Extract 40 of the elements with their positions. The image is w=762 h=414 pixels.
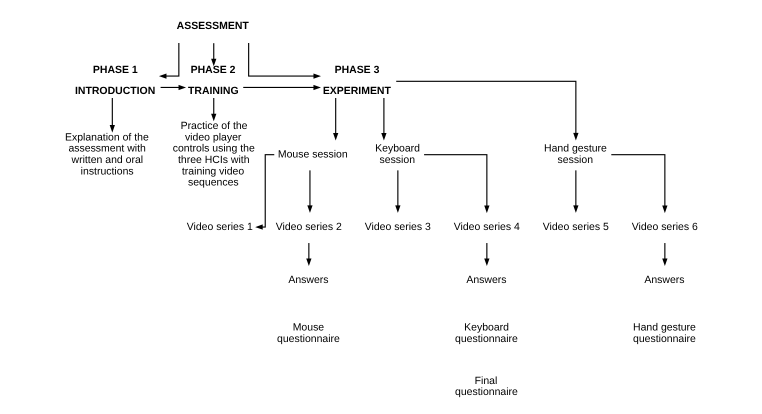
arrow xyxy=(306,243,311,266)
node-text: Practice of the video player controls using the three HCIs with training video sequences xyxy=(172,120,254,189)
node-text: Answers xyxy=(644,275,684,286)
arrow xyxy=(380,98,386,141)
node-text: Video series 1 xyxy=(186,222,252,233)
arrow xyxy=(332,98,338,141)
arrow xyxy=(396,80,578,140)
node-text: Keyboard questionnaire xyxy=(454,322,518,345)
node-text: Explanation of the assessment with written and oral instructions xyxy=(64,132,148,178)
arrow xyxy=(248,42,320,79)
node-text: Hand gesture session xyxy=(544,144,606,166)
arrow xyxy=(109,98,114,133)
node-text: Answers xyxy=(466,275,506,286)
node-text: Video series 4 xyxy=(453,222,520,233)
node-text: Video series 5 xyxy=(542,222,608,233)
node-text: Hand gesture questionnaire xyxy=(632,322,696,345)
node-text: PHASE 1 INTRODUCTION xyxy=(74,65,155,98)
arrow xyxy=(158,42,179,79)
node-text: Keyboard session xyxy=(374,144,420,166)
arrow xyxy=(662,243,667,266)
arrow xyxy=(610,154,667,214)
node-text: Mouse questionnaire xyxy=(276,322,340,345)
arrow xyxy=(210,98,216,122)
node-text: Video series 3 xyxy=(364,222,430,233)
node-text: PHASE 2 TRAINING xyxy=(188,65,238,98)
arrow xyxy=(242,84,320,90)
arrow xyxy=(572,170,578,213)
node-text: ASSESSMENT xyxy=(176,21,248,32)
node-text: PHASE 3 EXPERIMENT xyxy=(322,65,390,98)
node-text: Video series 6 xyxy=(631,222,698,233)
arrow xyxy=(394,170,400,213)
node-text: Final questionnaire xyxy=(454,376,518,398)
node-text: Video series 2 xyxy=(275,222,342,233)
arrow xyxy=(306,170,312,213)
node-text: Answers xyxy=(288,275,328,286)
arrow xyxy=(424,154,489,214)
arrow xyxy=(160,84,186,90)
node-text: Mouse session xyxy=(277,149,348,160)
arrow xyxy=(484,243,489,266)
arrow xyxy=(210,43,216,66)
